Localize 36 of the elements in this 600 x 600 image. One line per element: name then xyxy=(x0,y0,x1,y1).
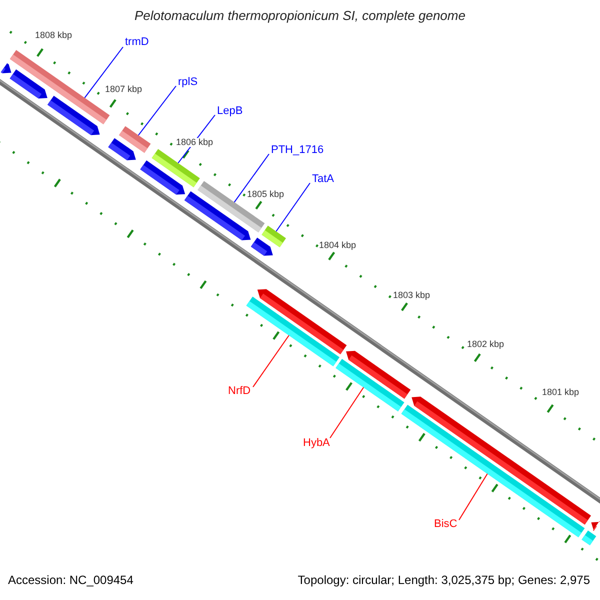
gene-label: NrfD xyxy=(228,386,251,397)
gene-label: BisC xyxy=(434,519,458,530)
scale-label: 1801 kbp xyxy=(542,388,580,397)
gene-bar xyxy=(48,96,100,136)
scale-label: 1805 kbp xyxy=(247,190,284,199)
leader-line xyxy=(252,334,290,388)
gene-label: PTH_1716 xyxy=(271,145,324,156)
gene-bar xyxy=(152,149,200,188)
scale-label: 1804 kbp xyxy=(319,241,356,250)
gene-label: trmD xyxy=(125,37,149,48)
gene-bar xyxy=(582,530,596,546)
gene-bar xyxy=(336,358,404,412)
leader-line xyxy=(138,86,176,136)
footer-text: Accession: NC_009454 xyxy=(8,574,134,586)
scale-label: 1806 kbp xyxy=(176,138,214,147)
gene-bar xyxy=(401,404,585,538)
scale-label: 1802 kbp xyxy=(467,340,504,349)
gene-label: rplS xyxy=(178,77,198,88)
title: Pelotomaculum thermopropionicum SI, complete genome xyxy=(134,9,466,22)
leader-line xyxy=(458,473,488,520)
gene-bar xyxy=(198,181,265,232)
scale-label: 1803 kbp xyxy=(393,291,430,300)
scale-label: 1808 kbp xyxy=(35,31,72,40)
leader-line xyxy=(330,386,364,438)
gene-bar xyxy=(10,69,48,98)
footer-text: Topology: circular; Length: 3,025,375 bp; Genes: 2,975 xyxy=(298,574,590,586)
gene-label: LepB xyxy=(217,106,243,117)
gene-bar xyxy=(250,238,273,256)
scale-label: 1807 kbp xyxy=(105,85,142,94)
gene-label: HybA xyxy=(303,438,330,449)
gene-bar xyxy=(0,63,12,74)
gene-bar xyxy=(246,296,340,366)
gene-bar xyxy=(262,226,286,248)
gene-bar xyxy=(591,521,600,531)
gene-bar xyxy=(119,126,151,153)
gene-label: TatA xyxy=(312,174,334,185)
